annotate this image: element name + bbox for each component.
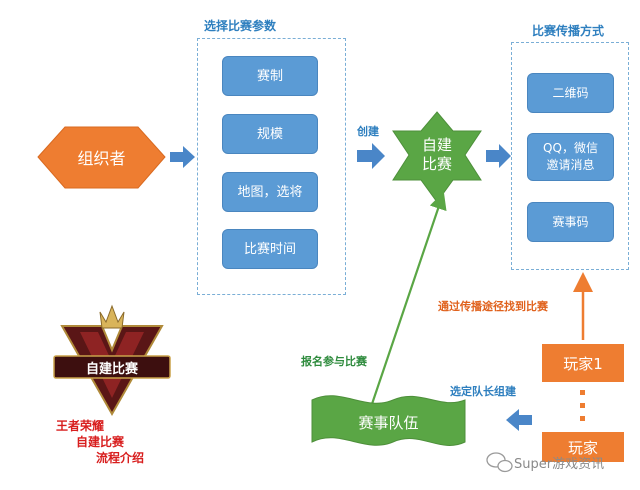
player-n-box: 玩家 [542, 432, 624, 462]
player-dot [580, 403, 585, 408]
qq-wechat-invite-button[interactable]: QQ，微信 邀请消息 [527, 133, 614, 181]
signup-label: 报名参与比赛 [301, 355, 367, 368]
team-banner-shape [311, 395, 466, 446]
team-label: 赛事队伍 [358, 414, 419, 432]
wechat-icon [486, 452, 513, 473]
scale-button[interactable]: 规模 [222, 114, 318, 154]
organizer-label: 组织者 [77, 149, 126, 168]
arrow-organizer-to-params-icon [170, 146, 195, 168]
format-button[interactable]: 赛制 [222, 56, 318, 96]
watermark-text: Super游戏资讯 [514, 457, 605, 472]
custom-match-star-label: 自建 比赛 [407, 136, 467, 174]
intro-line-2: 自建比赛 [76, 435, 125, 449]
find-via-channels-label: 通过传播途径找到比赛 [438, 300, 548, 313]
player-dot [580, 390, 585, 395]
match-time-button[interactable]: 比赛时间 [222, 229, 318, 269]
create-label: 创建 [357, 125, 379, 138]
map-hero-select-button[interactable]: 地图，选将 [222, 172, 318, 212]
intro-line-3: 流程介绍 [96, 451, 145, 465]
spread-dashed-box [511, 42, 629, 270]
qr-code-button[interactable]: 二维码 [527, 73, 614, 113]
spread-section-title: 比赛传播方式 [532, 24, 605, 38]
green-connector-arrow [370, 191, 447, 405]
star-line-2: 比赛 [421, 155, 452, 173]
qq-wechat-label: QQ，微信 [543, 141, 598, 155]
invite-message-label: 邀请消息 [546, 158, 595, 172]
arrow-params-to-star-icon [357, 143, 385, 169]
match-code-button[interactable]: 赛事码 [527, 202, 614, 242]
player-1-box: 玩家1 [542, 344, 624, 382]
organizer-hexagon [37, 126, 166, 189]
select-captain-label: 选定队长组建 [450, 385, 516, 398]
arrow-players-to-team-icon [506, 409, 532, 431]
params-section-title: 选择比赛参数 [204, 19, 277, 33]
game-logo-emblem [53, 304, 171, 417]
params-dashed-box [197, 38, 346, 295]
intro-line-1: 王者荣耀 [56, 419, 105, 433]
logo-text: 自建比赛 [85, 362, 138, 377]
player-dot [580, 416, 585, 421]
star-line-1: 自建 [421, 136, 452, 154]
arrow-star-to-spread-icon [486, 144, 511, 168]
